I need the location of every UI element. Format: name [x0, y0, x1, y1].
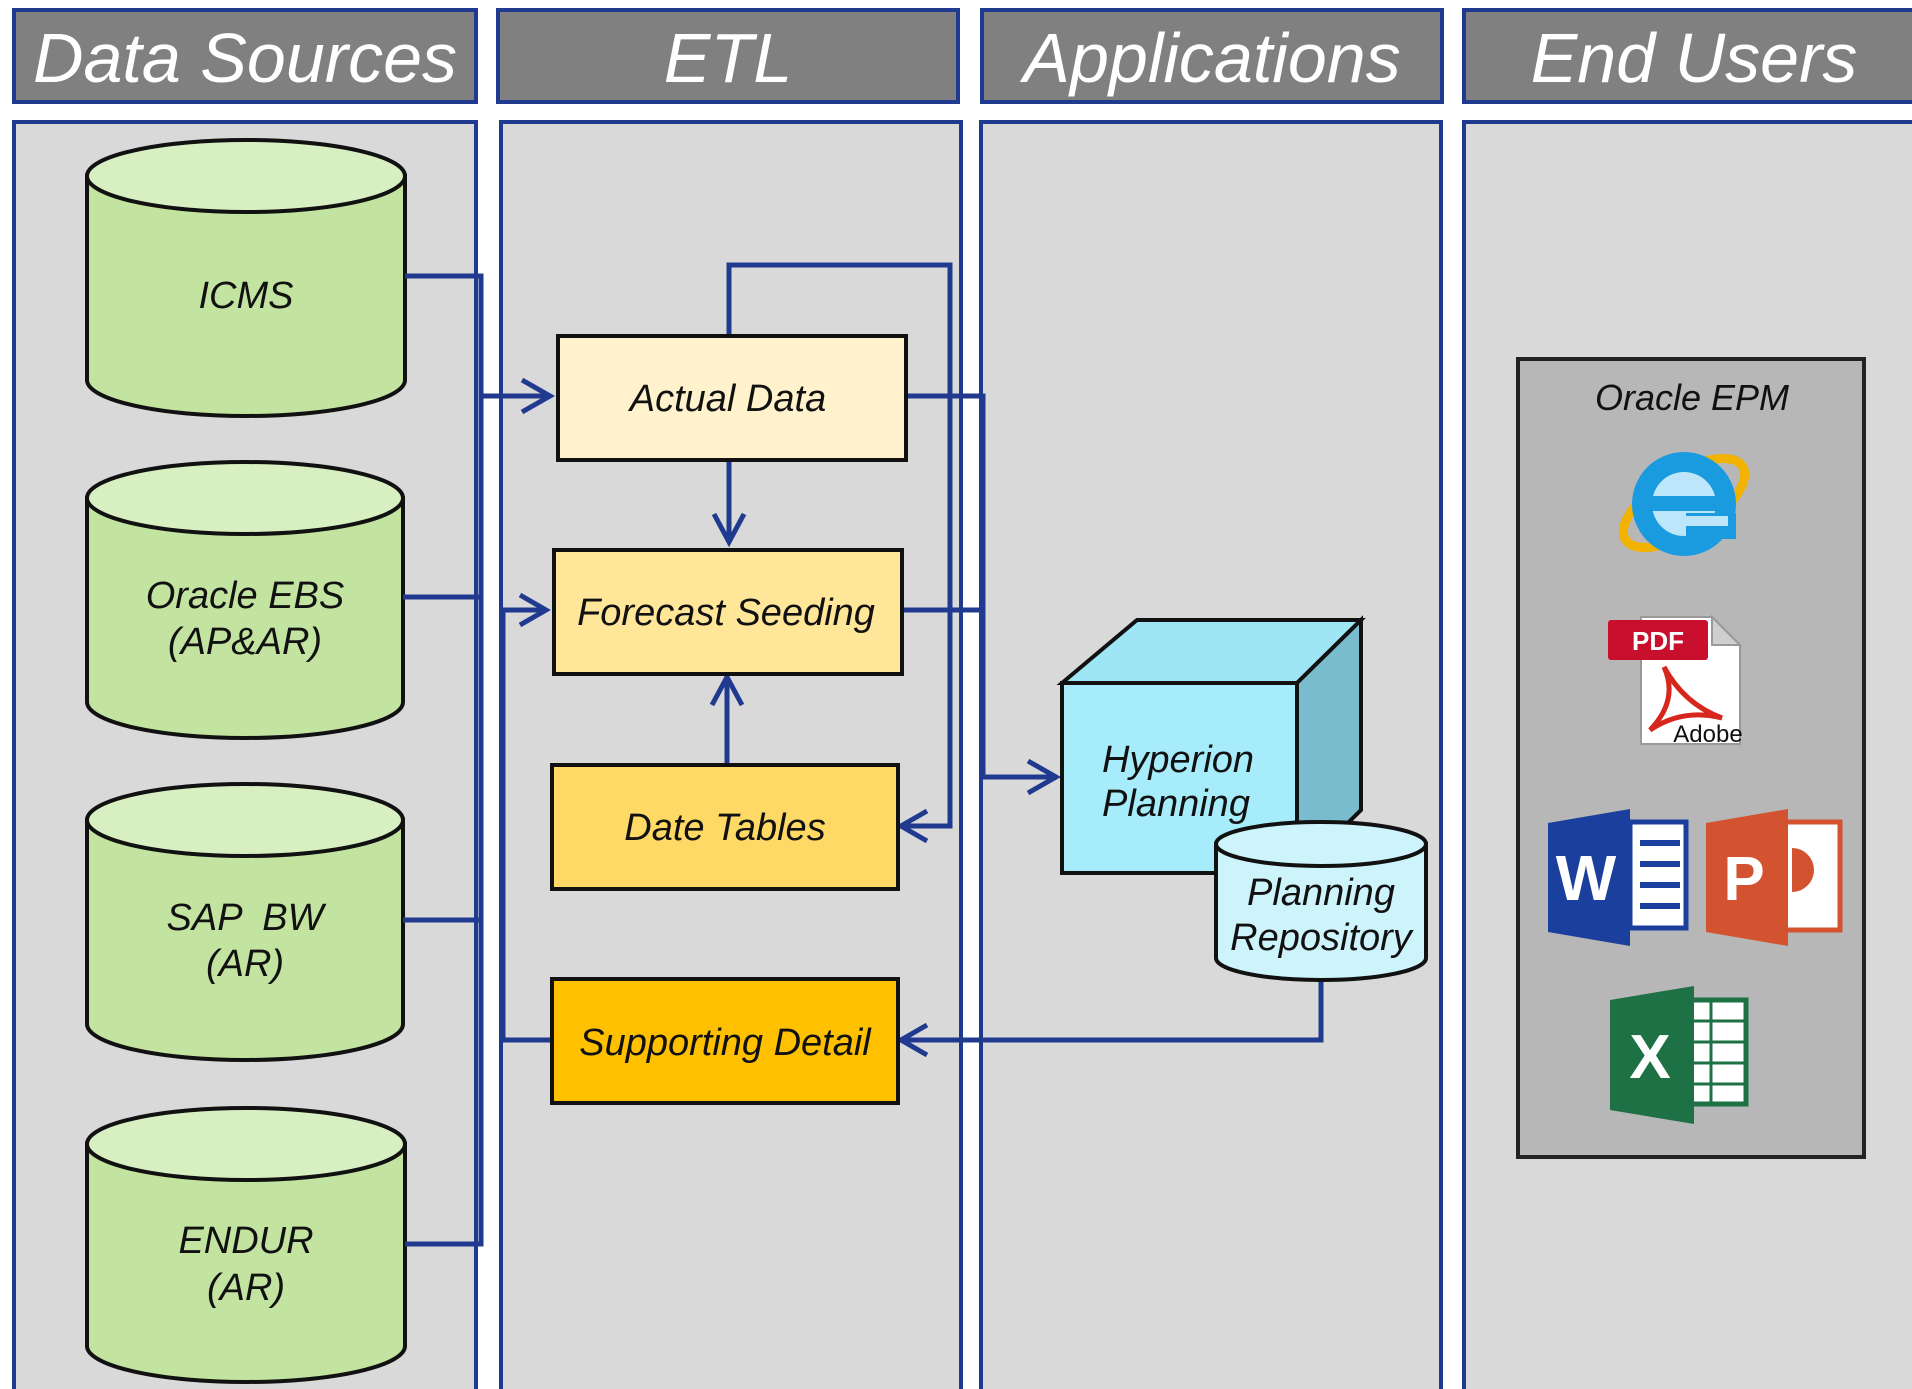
source-endur-label-1: ENDUR [178, 1220, 313, 1262]
internet-explorer-icon [1618, 452, 1750, 556]
source-oracle-ebs-label-1: Oracle EBS [146, 575, 345, 617]
cylinder-body [85, 496, 405, 740]
header-etl [496, 8, 960, 104]
source-sap-bw: SAP BW (AR) [85, 782, 405, 1062]
flow-connectors [403, 262, 1324, 1247]
oracle-epm-panel: Oracle EPM PDF Adobe W [1516, 357, 1866, 1159]
word-icon: W [1548, 809, 1689, 946]
excel-icon: X [1610, 986, 1749, 1124]
source-endur-label-2: (AR) [207, 1267, 285, 1309]
forecast-seeding-box [552, 548, 904, 676]
header-data-sources [12, 8, 478, 104]
arrowhead-hyperion [1026, 758, 1062, 796]
pdf-badge-label: PDF [1632, 626, 1684, 656]
etl-supporting-detail: Supporting Detail [550, 977, 900, 1105]
source-oracle-ebs: Oracle EBS (AP&AR) [85, 460, 405, 740]
header-end-users-label: End Users [1531, 19, 1858, 97]
cylinder-body [85, 1142, 407, 1384]
oracle-epm-title: Oracle EPM [1595, 377, 1789, 418]
arrowhead-forecast-left [518, 592, 552, 628]
connector-repository-to-supporting [901, 982, 1324, 1043]
forecast-seeding-label: Forecast Seeding [577, 592, 875, 634]
source-sap-bw-label-2: (AR) [206, 943, 284, 985]
arrowhead-actual-data [520, 377, 556, 415]
arrowhead-date-tables [895, 808, 929, 844]
lane-etl [499, 120, 963, 1389]
cylinder-body [85, 818, 405, 1062]
header-etl-label: ETL [664, 19, 792, 97]
etl-actual-data: Actual Data [556, 334, 908, 462]
cylinder-top [85, 1106, 407, 1182]
arrowhead-forecast-bottom [709, 671, 745, 707]
hyperion-label-2: Planning [1102, 783, 1250, 825]
hyperion-label-1: Hyperion [1102, 739, 1254, 781]
column-headers: Data Sources ETL Applications End Users [12, 8, 1912, 104]
repository-label-1: Planning [1247, 872, 1395, 914]
arrowhead-forecast-top [711, 512, 747, 548]
header-applications-label: Applications [1019, 19, 1400, 97]
supporting-detail-label: Supporting Detail [579, 1022, 872, 1064]
source-sap-bw-label-1: SAP BW [167, 897, 327, 939]
powerpoint-letter: P [1723, 845, 1764, 914]
connector-icms-bus [405, 273, 484, 1247]
connector-actual-to-date-tables [726, 262, 953, 829]
repository-label-2: Repository [1230, 917, 1414, 959]
source-oracle-ebs-label-2: (AP&AR) [168, 621, 322, 663]
adobe-label: Adobe [1673, 721, 1742, 748]
cylinder-body [85, 174, 407, 418]
date-tables-box [550, 763, 900, 891]
excel-letter: X [1629, 1023, 1670, 1092]
header-end-users [1462, 8, 1912, 104]
actual-data-box [556, 334, 908, 462]
header-applications [980, 8, 1444, 104]
header-data-sources-label: Data Sources [33, 19, 457, 97]
supporting-detail-box [550, 977, 900, 1105]
source-icms-label: ICMS [199, 275, 294, 317]
etl-forecast-seeding: Forecast Seeding [552, 548, 904, 676]
date-tables-label: Date Tables [624, 807, 825, 849]
repository-top [1214, 820, 1428, 868]
cylinder-top [85, 782, 405, 858]
cylinder-top [85, 460, 405, 536]
connector-actual-to-hyperion [906, 393, 1056, 780]
planning-repository: Planning Repository [1214, 820, 1428, 982]
powerpoint-icon: P [1706, 809, 1843, 946]
pdf-icon: PDF Adobe [1608, 614, 1743, 748]
source-icms: ICMS [85, 138, 407, 418]
cylinder-top [85, 138, 407, 214]
connector-supporting-to-forecast [500, 607, 552, 1043]
etl-date-tables: Date Tables [550, 763, 900, 891]
arrowhead-supporting-detail [895, 1022, 929, 1058]
source-endur: ENDUR (AR) [85, 1106, 407, 1384]
word-letter: W [1556, 842, 1617, 914]
repository-body [1214, 842, 1428, 982]
actual-data-label: Actual Data [628, 378, 826, 420]
